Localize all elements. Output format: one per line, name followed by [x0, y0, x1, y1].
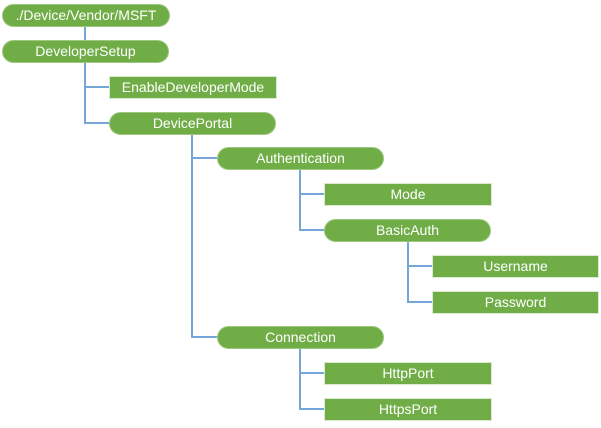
node-basicauth: BasicAuth	[324, 219, 491, 242]
connector-branch-username	[407, 265, 432, 267]
connector-connection-trunk	[299, 349, 301, 410]
node-password: Password	[432, 291, 599, 314]
connector-branch-httpport	[299, 372, 324, 374]
connector-branch-password	[407, 301, 432, 303]
node-device-vendor-msft: ./Device/Vendor/MSFT	[2, 4, 170, 27]
node-httpport: HttpPort	[324, 362, 492, 385]
connector-basicauth-trunk	[407, 242, 409, 303]
node-developersetup: DeveloperSetup	[2, 40, 169, 63]
connector-branch-basicauth	[299, 229, 324, 231]
node-authentication: Authentication	[217, 147, 384, 170]
connector-branch-enabledevelopermode	[84, 86, 109, 88]
connector-developersetup-trunk	[84, 63, 86, 124]
connector-branch-mode	[299, 193, 324, 195]
node-enabledevelopermode: EnableDeveloperMode	[109, 76, 277, 99]
connector-branch-deviceportal	[84, 122, 109, 124]
node-connection: Connection	[217, 326, 384, 349]
node-mode: Mode	[324, 183, 492, 206]
node-httpsport: HttpsPort	[324, 398, 492, 421]
connector-branch-httpsport	[299, 408, 324, 410]
connector-msft-developersetup	[84, 27, 86, 40]
node-username: Username	[432, 255, 599, 278]
connector-branch-connection	[191, 336, 217, 338]
connector-authentication-trunk	[299, 170, 301, 231]
node-deviceportal: DevicePortal	[109, 112, 276, 135]
connector-branch-authentication	[191, 157, 217, 159]
connector-deviceportal-trunk	[191, 135, 193, 338]
